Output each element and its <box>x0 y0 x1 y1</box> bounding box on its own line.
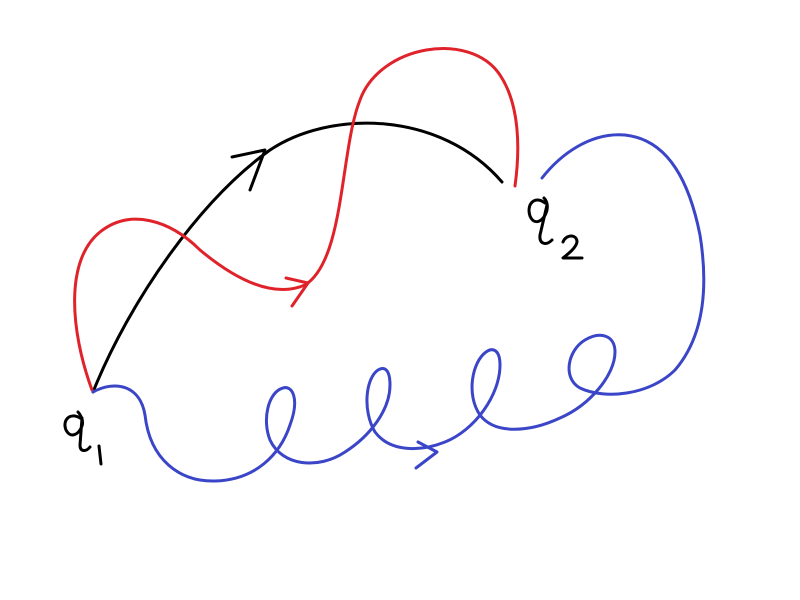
node-q1-label <box>63 410 103 466</box>
blue-path-arrowhead <box>414 440 439 470</box>
black-path-arrowhead <box>230 148 267 192</box>
node-q2-label <box>527 196 584 260</box>
node-q2-subscript-glyph <box>561 234 584 260</box>
node-q2-q-glyph <box>527 196 554 245</box>
blue-path <box>91 133 706 483</box>
node-q1-q-glyph <box>63 410 92 452</box>
node-q1-subscript-glyph <box>97 444 103 466</box>
black-path <box>91 121 504 394</box>
red-path-arrowhead <box>284 276 310 308</box>
red-path <box>73 47 520 392</box>
